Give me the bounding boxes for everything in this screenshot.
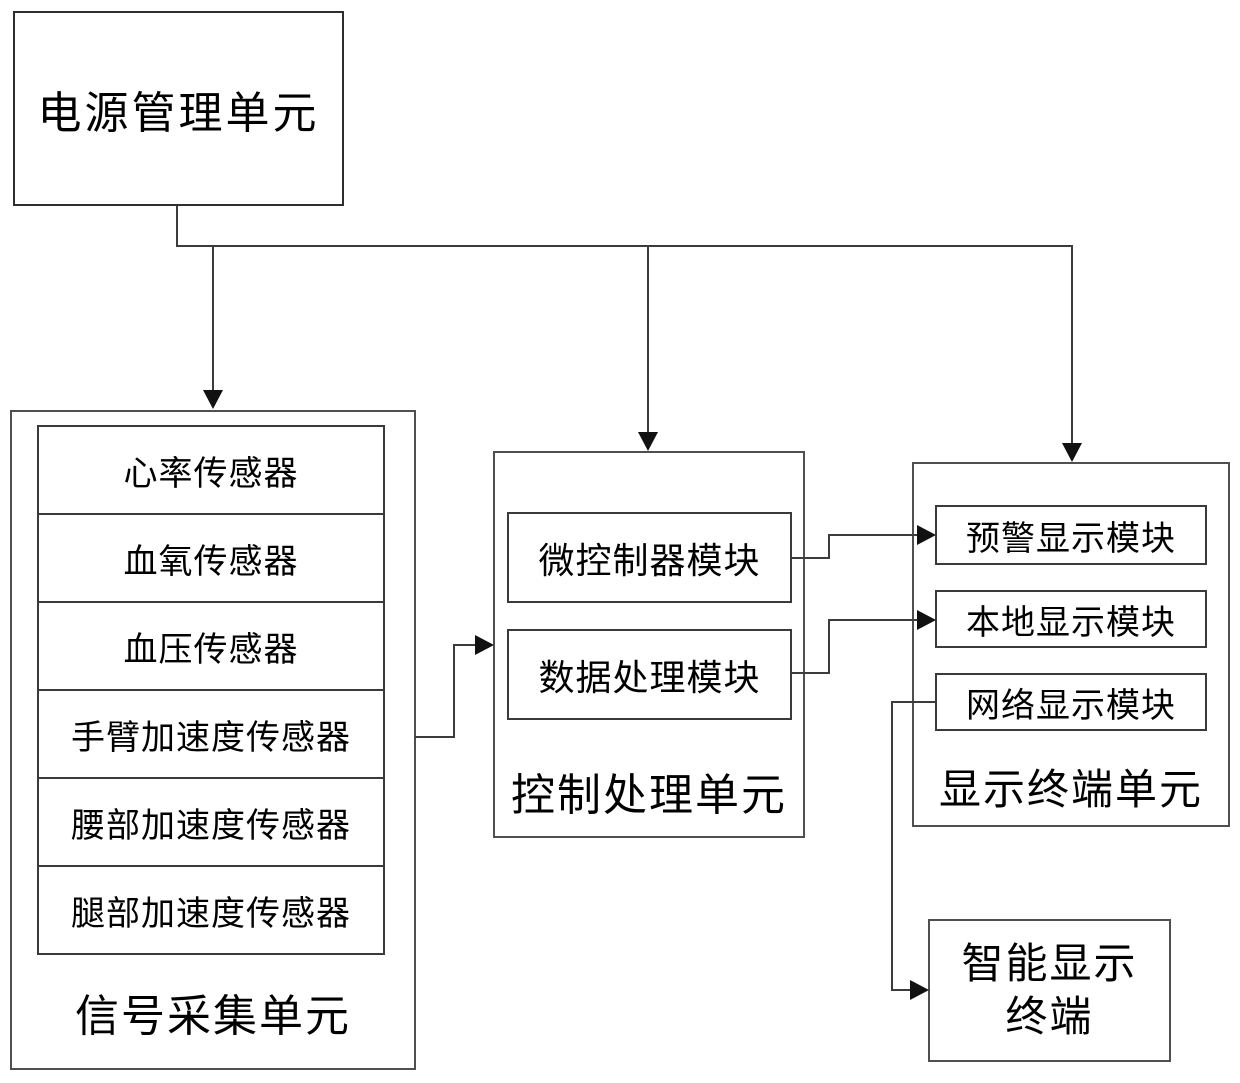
sensor-cell-blood-pressure: 血压传感器 (37, 601, 385, 691)
connector-power-stem (176, 206, 178, 247)
module-label: 预警显示模块 (966, 518, 1176, 559)
microcontroller-module-box: 微控制器模块 (507, 512, 792, 603)
sensor-label: 血氧传感器 (123, 541, 299, 582)
connector-mcu-to-warning-seg2 (828, 534, 830, 559)
connector-dsp-to-local-seg2 (828, 619, 830, 674)
smart-display-terminal-label-line1: 智能显示 (961, 939, 1138, 988)
module-label: 本地显示模块 (966, 602, 1176, 643)
sensor-label: 心率传感器 (123, 453, 299, 494)
sensor-cell-arm-acceleration: 手臂加速度传感器 (37, 689, 385, 779)
module-label: 微控制器模块 (538, 540, 761, 582)
connector-power-to-control (647, 245, 649, 435)
power-management-unit-box: 电源管理单元 (13, 11, 344, 206)
sensor-cell-leg-acceleration: 腿部加速度传感器 (37, 865, 385, 955)
signal-collection-unit-label: 信号采集单元 (75, 991, 351, 1042)
arrowhead-right-warning-module-icon (917, 525, 936, 545)
connector-network-to-smart-seg2 (891, 701, 893, 991)
connector-mcu-to-warning-seg3 (828, 534, 920, 536)
network-display-module-box: 网络显示模块 (935, 673, 1207, 731)
sensor-label: 血压传感器 (123, 629, 299, 670)
connector-power-to-display (1071, 245, 1073, 445)
connector-dsp-to-local-seg3 (828, 619, 920, 621)
control-processing-unit-label: 控制处理单元 (511, 770, 787, 821)
arrowhead-right-smart-terminal-icon (910, 980, 929, 1000)
sensor-cell-waist-acceleration: 腰部加速度传感器 (37, 777, 385, 867)
data-processing-module-box: 数据处理模块 (507, 629, 792, 720)
smart-display-terminal-box: 智能显示 终端 (928, 919, 1171, 1062)
sensor-label: 手臂加速度传感器 (71, 717, 351, 758)
arrowhead-down-signal-unit-icon (203, 390, 223, 409)
arrowhead-down-display-unit-icon (1062, 443, 1082, 462)
connector-mcu-to-warning-seg1 (792, 557, 830, 559)
module-label: 数据处理模块 (538, 657, 761, 699)
connector-power-bus (176, 245, 1073, 247)
arrowhead-down-control-unit-icon (638, 432, 658, 451)
module-label: 网络显示模块 (966, 685, 1176, 726)
connector-signal-to-control-seg2 (453, 644, 455, 738)
arrowhead-right-local-module-icon (917, 610, 936, 630)
sensor-label: 腿部加速度传感器 (71, 893, 351, 934)
smart-display-terminal-label-line2: 终端 (1005, 991, 1094, 1041)
connector-network-to-smart-seg3 (891, 989, 915, 991)
connector-dsp-to-local-seg1 (792, 672, 830, 674)
power-management-unit-label: 电源管理单元 (37, 87, 320, 139)
connector-power-to-signal (212, 245, 214, 393)
sensor-cell-heart-rate: 心率传感器 (37, 425, 385, 515)
sensor-cell-blood-oxygen: 血氧传感器 (37, 513, 385, 603)
connector-signal-to-control-seg1 (415, 736, 455, 738)
connector-signal-to-control-seg3 (453, 644, 479, 646)
arrowhead-right-control-unit-icon (475, 635, 494, 655)
connector-network-to-smart-seg1 (891, 701, 935, 703)
display-terminal-unit-label: 显示终端单元 (938, 764, 1203, 814)
warning-display-module-box: 预警显示模块 (935, 505, 1207, 565)
sensor-label: 腰部加速度传感器 (71, 805, 351, 846)
local-display-module-box: 本地显示模块 (935, 590, 1207, 648)
